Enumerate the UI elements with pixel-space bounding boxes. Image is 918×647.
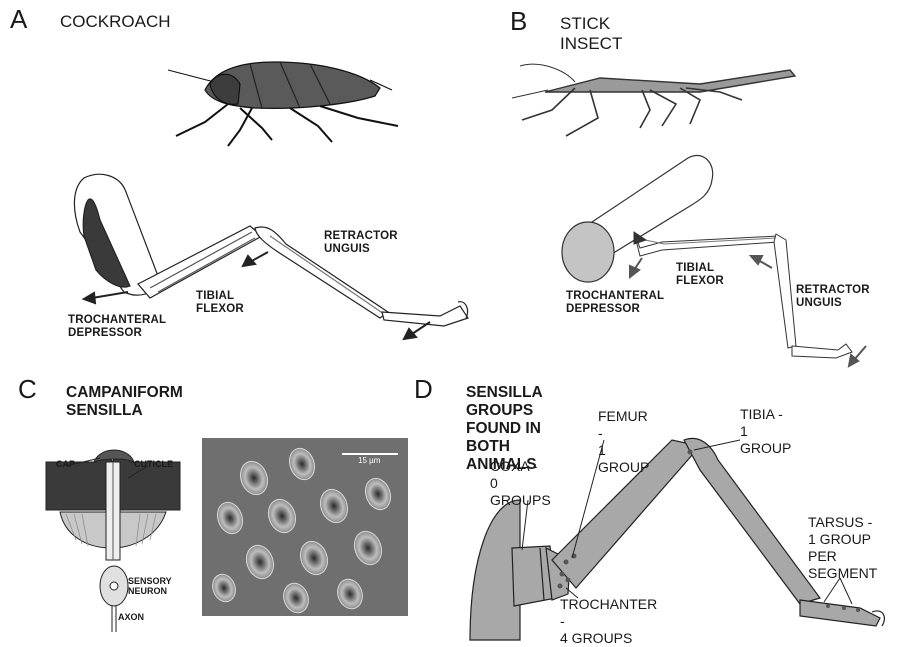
label-d-coxa: COXA - 0 GROUPS (490, 458, 551, 509)
label-d-trochanter: TROCHANTER - 4 GROUPS (560, 596, 657, 647)
label-d-femur: FEMUR - 1 GROUP (598, 408, 649, 476)
label-d-tarsus: TARSUS - 1 GROUP PER SEGMENT (808, 514, 877, 582)
label-d-tibia: TIBIA - 1 GROUP (740, 406, 791, 457)
